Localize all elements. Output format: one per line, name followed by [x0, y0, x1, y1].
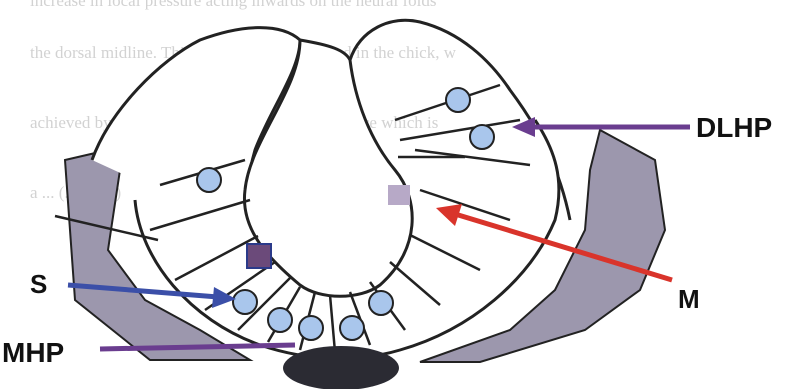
background-text-line-1: increase in local pressure acting inward…	[30, 0, 436, 10]
cell-nucleus	[369, 291, 393, 315]
marker-square-left	[247, 244, 271, 268]
label-dlhp: DLHP	[696, 112, 772, 143]
notochord	[283, 346, 399, 389]
cell-nucleus	[268, 308, 292, 332]
cell-nucleus	[446, 88, 470, 112]
cell-nucleus	[233, 290, 257, 314]
cell-nucleus	[197, 168, 221, 192]
label-m: M	[678, 284, 700, 314]
label-s: S	[30, 269, 47, 299]
cell-nucleus	[470, 125, 494, 149]
cell-nucleus	[299, 316, 323, 340]
cell-nucleus	[340, 316, 364, 340]
label-mhp: MHP	[2, 337, 64, 368]
marker-square-right	[388, 185, 410, 205]
